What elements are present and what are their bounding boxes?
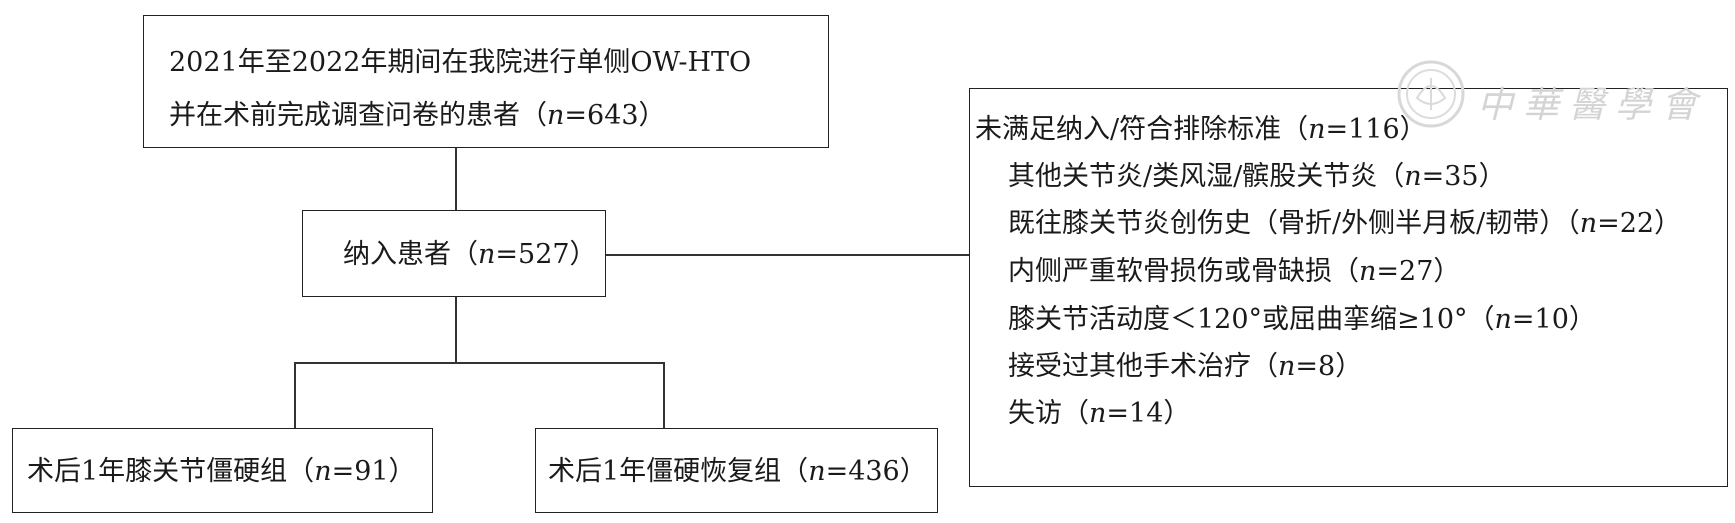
connector-top-to-middle [455, 148, 457, 210]
n-symbol: n [1494, 304, 1512, 335]
connector-branch-right [663, 362, 665, 428]
exclusion-item-count: =22） [1597, 208, 1682, 239]
exclusion-item: 失访（n=14） [1008, 400, 1190, 427]
n-symbol: n [547, 100, 565, 131]
exclusion-item-count: =35） [1421, 161, 1506, 192]
initial-patients-line2-text: 并在术前完成调查问卷的患者（ [169, 100, 547, 131]
recovery-group-label: 术后1年僵硬恢复组（n=436） [548, 458, 927, 485]
publisher-watermark: 中華醫學會 [1395, 58, 1725, 134]
included-patients-label: 纳入患者（n=527） [343, 241, 597, 268]
n-symbol: n [1579, 208, 1598, 239]
exclusion-item: 既往膝关节炎创伤史（骨折/外侧半月板/韧带）（n=22） [1008, 210, 1681, 237]
recovery-group-count: =436） [825, 456, 927, 487]
connector-branch-horizontal [294, 362, 664, 364]
included-patients-box: 纳入患者（n=527） [302, 210, 606, 297]
n-symbol: n [1359, 256, 1377, 287]
n-symbol: n [808, 456, 826, 487]
connector-middle-down [455, 297, 457, 363]
exclusion-item-text: 膝关节活动度＜120°或屈曲挛缩≥10°（ [1008, 304, 1495, 335]
exclusion-item: 内侧严重软骨损伤或骨缺损（n=27） [1008, 258, 1460, 285]
n-symbol: n [1278, 351, 1296, 382]
stiffness-group-label: 术后1年膝关节僵硬组（n=91） [27, 458, 416, 485]
n-symbol: n [478, 239, 496, 270]
n-symbol: n [314, 456, 332, 487]
exclusion-item-count: =8） [1295, 351, 1363, 382]
exclusion-item-text: 其他关节炎/类风湿/髌股关节炎（ [1008, 161, 1405, 192]
n-symbol: n [1089, 398, 1107, 429]
exclusion-criteria-box: 未满足纳入/符合排除标准（n=116） 其他关节炎/类风湿/髌股关节炎（n=35… [969, 88, 1728, 487]
watermark-text: 中華醫學會 [1477, 85, 1708, 126]
stiffness-group-count: =91） [331, 456, 416, 487]
recovery-group-box: 术后1年僵硬恢复组（n=436） [535, 428, 938, 513]
exclusion-item: 接受过其他手术治疗（n=8） [1008, 353, 1362, 380]
recovery-group-text: 术后1年僵硬恢复组（ [548, 456, 809, 487]
stiffness-group-box: 术后1年膝关节僵硬组（n=91） [12, 428, 433, 513]
exclusion-item: 其他关节炎/类风湿/髌股关节炎（n=35） [1008, 163, 1506, 190]
exclusion-header-count: =116） [1325, 114, 1427, 145]
exclusion-item-count: =27） [1376, 256, 1461, 287]
initial-patients-count: =643） [564, 100, 666, 131]
exclusion-item-text: 既往膝关节炎创伤史（骨折/外侧半月板/韧带）（ [1008, 208, 1580, 239]
n-symbol: n [1404, 161, 1422, 192]
connector-middle-to-exclusion [606, 254, 969, 256]
exclusion-header: 未满足纳入/符合排除标准（n=116） [975, 116, 1427, 143]
n-symbol: n [1308, 114, 1326, 145]
included-patients-count: =527） [495, 239, 597, 270]
exclusion-item-count: =10） [1511, 304, 1596, 335]
exclusion-item-text: 失访（ [1008, 398, 1089, 429]
included-patients-text: 纳入患者（ [343, 239, 478, 270]
exclusion-item-count: =14） [1106, 398, 1191, 429]
initial-patients-line1: 2021年至2022年期间在我院进行单侧OW-HTO [169, 47, 752, 78]
initial-patients-line2: 并在术前完成调查问卷的患者（n=643） [169, 102, 666, 129]
exclusion-item-text: 接受过其他手术治疗（ [1008, 351, 1278, 382]
initial-patients-box: 2021年至2022年期间在我院进行单侧OW-HTO 并在术前完成调查问卷的患者… [143, 15, 829, 148]
exclusion-item-text: 内侧严重软骨损伤或骨缺损（ [1008, 256, 1359, 287]
exclusion-item: 膝关节活动度＜120°或屈曲挛缩≥10°（n=10） [1008, 306, 1596, 333]
connector-branch-left [294, 362, 296, 428]
seal-icon [1397, 60, 1465, 128]
exclusion-header-text: 未满足纳入/符合排除标准（ [975, 114, 1309, 145]
stiffness-group-text: 术后1年膝关节僵硬组（ [27, 456, 315, 487]
